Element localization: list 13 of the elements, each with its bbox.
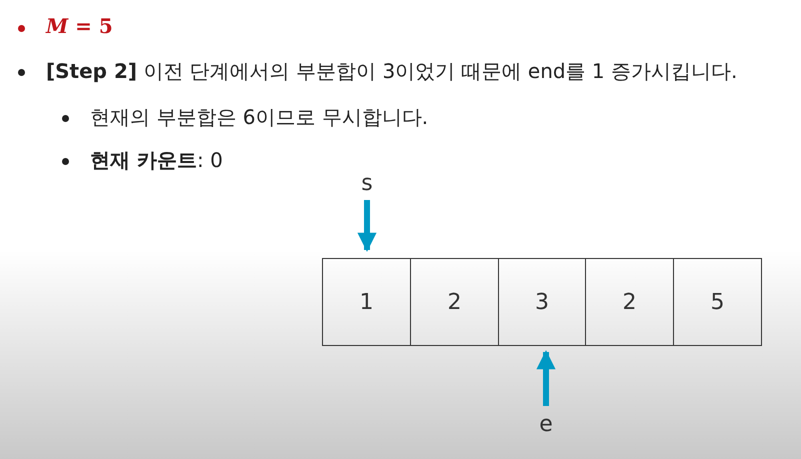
array-cell: 1 [322, 258, 411, 346]
pointer-arrow [536, 350, 556, 406]
bullet-text: 현재 카운트: 0 [90, 147, 223, 174]
bullet-text: 현재의 부분합은 6이므로 무시합니다. [90, 104, 428, 131]
array-cell: 2 [410, 258, 499, 346]
array-cell: 3 [498, 258, 586, 346]
bullet-text: [Step 2] 이전 단계에서의 부분합이 3이었기 때문에 end를 1 증가시킵니다. [46, 58, 738, 85]
array-cell: 2 [585, 258, 674, 346]
formula-text: M = 5 [46, 14, 113, 38]
pointer-label: e [534, 410, 558, 438]
pointer-arrow [357, 200, 377, 252]
pointer-label: s [355, 170, 379, 196]
array-cell: 5 [673, 258, 762, 346]
